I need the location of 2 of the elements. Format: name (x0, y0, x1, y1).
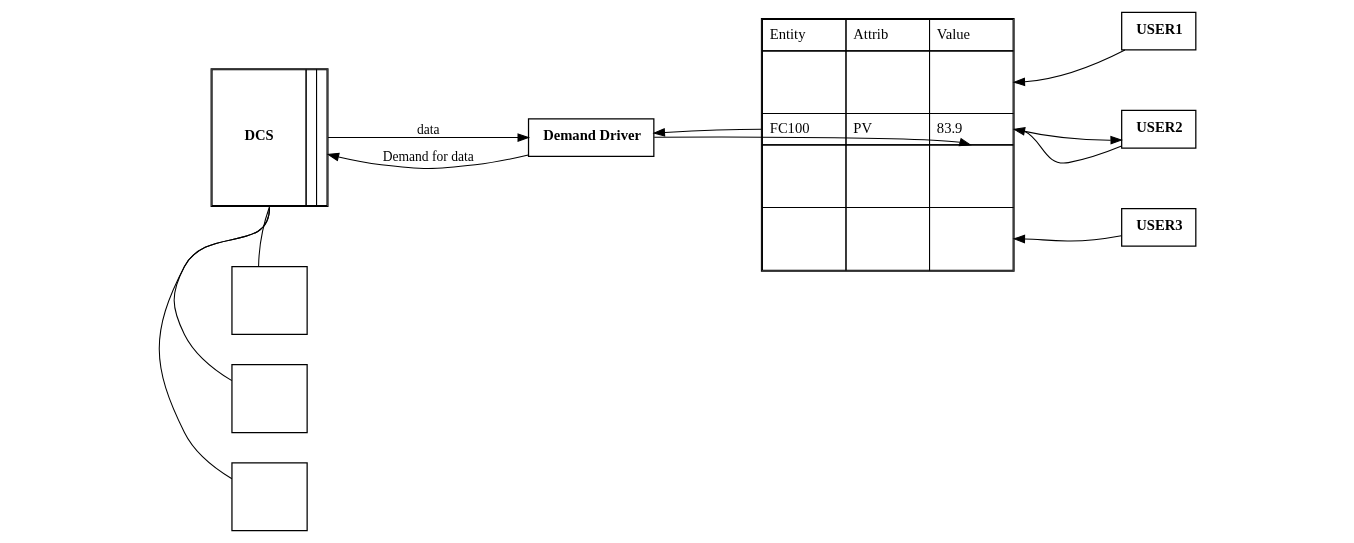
edge-label: Demand for data (382, 148, 474, 164)
edge-label: data (416, 121, 440, 137)
